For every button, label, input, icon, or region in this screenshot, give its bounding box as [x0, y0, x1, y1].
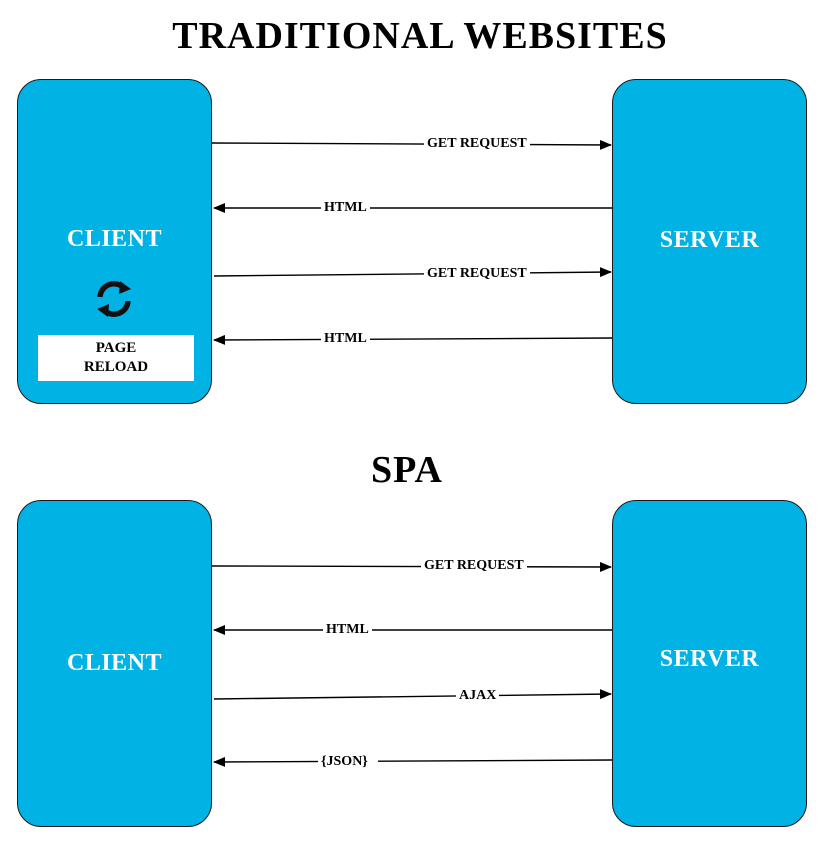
arrow-label-spa-ajax: AJAX — [456, 688, 500, 704]
arrow-html-2 — [213, 334, 613, 345]
arrow-get-request-1 — [211, 139, 612, 150]
traditional-client-label: CLIENT — [66, 226, 163, 252]
spa-title: SPA — [371, 449, 443, 491]
traditional-server-box: SERVER — [612, 79, 807, 404]
traditional-client-box: CLIENT PAGE RELOAD — [17, 79, 212, 404]
reload-icon — [97, 281, 131, 317]
spa-client-label: CLIENT — [66, 650, 163, 676]
arrow-label-spa-html: HTML — [323, 622, 372, 638]
arrow-label-spa-json: {JSON} — [318, 754, 378, 770]
page-reload-line1: PAGE — [95, 340, 137, 356]
arrow-label-get-request-2: GET REQUEST — [424, 266, 530, 282]
spa-client-box: CLIENT — [17, 500, 212, 827]
page-reload-line2: RELOAD — [83, 359, 149, 375]
spa-server-label: SERVER — [659, 646, 760, 672]
arrow-spa-json — [213, 756, 613, 767]
arrow-spa-ajax — [213, 689, 612, 700]
arrow-label-html-1: HTML — [321, 200, 370, 216]
page-reload-label: PAGE RELOAD — [38, 335, 194, 381]
arrow-label-get-request-1: GET REQUEST — [424, 136, 530, 152]
traditional-server-label: SERVER — [659, 227, 760, 253]
traditional-title: TRADITIONAL WEBSITES — [172, 15, 668, 57]
spa-server-box: SERVER — [612, 500, 807, 827]
arrow-get-request-2 — [213, 267, 612, 278]
arrow-spa-get-request — [211, 561, 612, 572]
arrow-label-spa-get-request: GET REQUEST — [421, 558, 527, 574]
arrow-label-html-2: HTML — [321, 331, 370, 347]
